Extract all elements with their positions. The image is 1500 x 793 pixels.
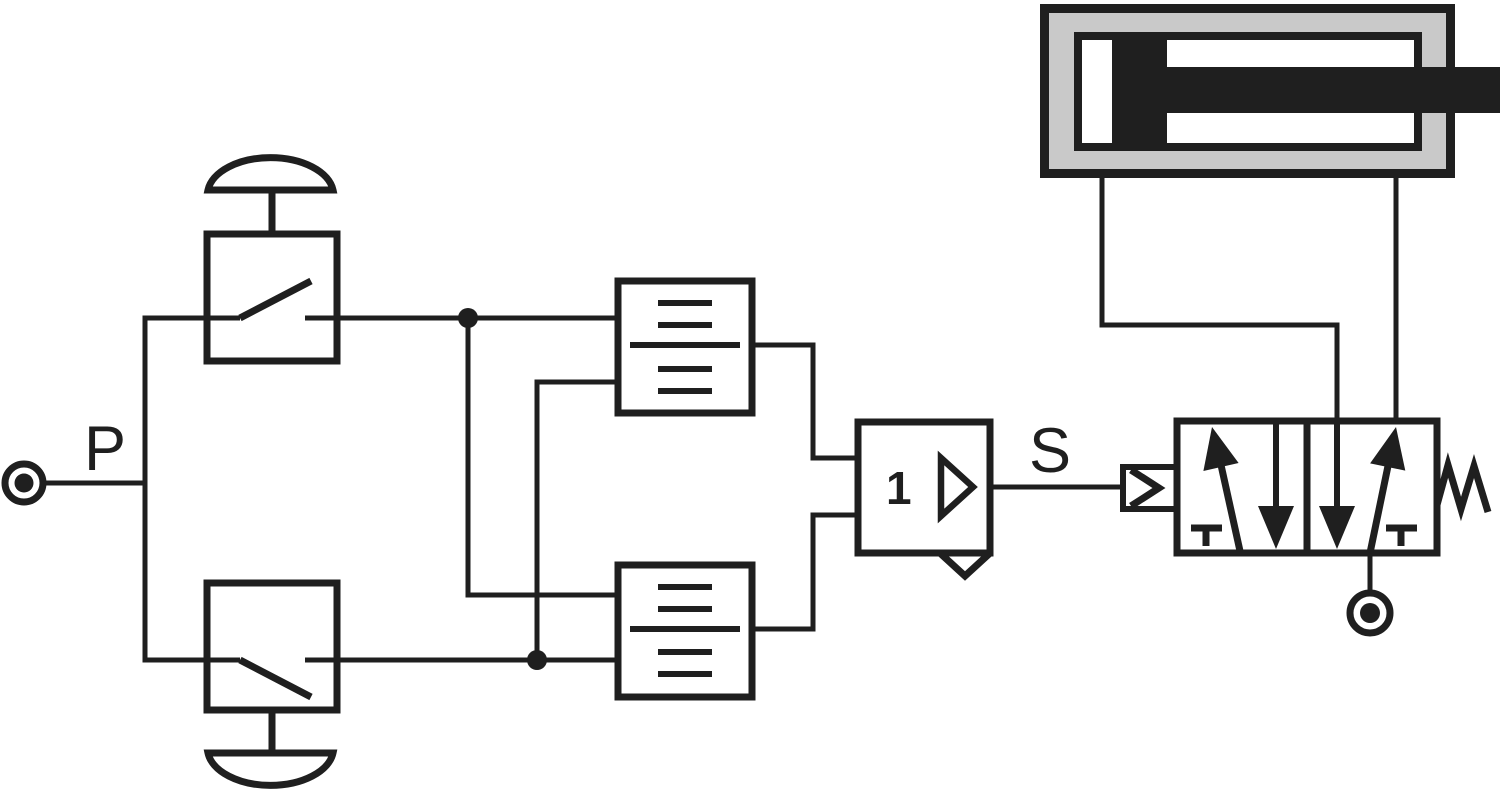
mushroom-head-icon [203, 154, 338, 194]
flow-arrow-up-shaft [1217, 464, 1244, 552]
piston-rod [1167, 67, 1500, 113]
exhaust-arrow-head [1319, 506, 1355, 549]
wire-bottom-block-to-or [752, 512, 858, 632]
or-amplifier-block: 1 [886, 450, 992, 581]
blocked-port-icon [1386, 524, 1417, 546]
blocked-port-icon [1191, 524, 1222, 546]
or-element-label: 1 [886, 462, 912, 514]
flow-arrow-up-head [1370, 427, 1406, 471]
flow-arrow-up-shaft [1366, 465, 1392, 554]
switch-contact-blade [238, 656, 313, 701]
exhaust-arrow-head [1258, 506, 1294, 549]
signal-block-bottom [630, 584, 740, 677]
air-lines [44, 174, 1399, 663]
mushroom-head-icon [203, 749, 338, 789]
pilot-chevron-icon [1129, 467, 1166, 509]
return-spring-icon [1433, 452, 1492, 522]
junction-dot [458, 308, 478, 328]
piston [1112, 36, 1167, 147]
wire-cylinder-left-port [1099, 174, 1340, 421]
exhaust-vent-icon [938, 551, 992, 581]
flow-arrow-up-head [1203, 427, 1239, 471]
port-dot-icon [14, 473, 34, 493]
exhaust-port-symbol [1346, 589, 1394, 637]
wire-top-block-to-or [752, 342, 858, 461]
supply-port-symbol [1, 460, 47, 506]
supply-port-label: P [84, 414, 126, 484]
signal-block-top [630, 300, 740, 394]
switch-contact-blade [238, 277, 313, 322]
cylinder-actuator [1040, 4, 1500, 178]
pushbutton-valve-top [203, 154, 338, 322]
signal-output-label: S [1029, 416, 1071, 486]
port-dot-icon [1360, 603, 1380, 623]
directional-control-valve [1191, 421, 1492, 554]
wire-bottom-to-top-block [534, 379, 618, 660]
symbol-bodies [203, 230, 1441, 714]
junction-dot [527, 650, 547, 670]
amplifier-triangle-icon [937, 450, 978, 524]
wire-supply-bus [142, 315, 240, 663]
pushbutton-bottom-body [203, 579, 341, 714]
wire-top-to-bottom-block [465, 318, 618, 598]
pushbutton-valve-bottom [203, 656, 338, 789]
